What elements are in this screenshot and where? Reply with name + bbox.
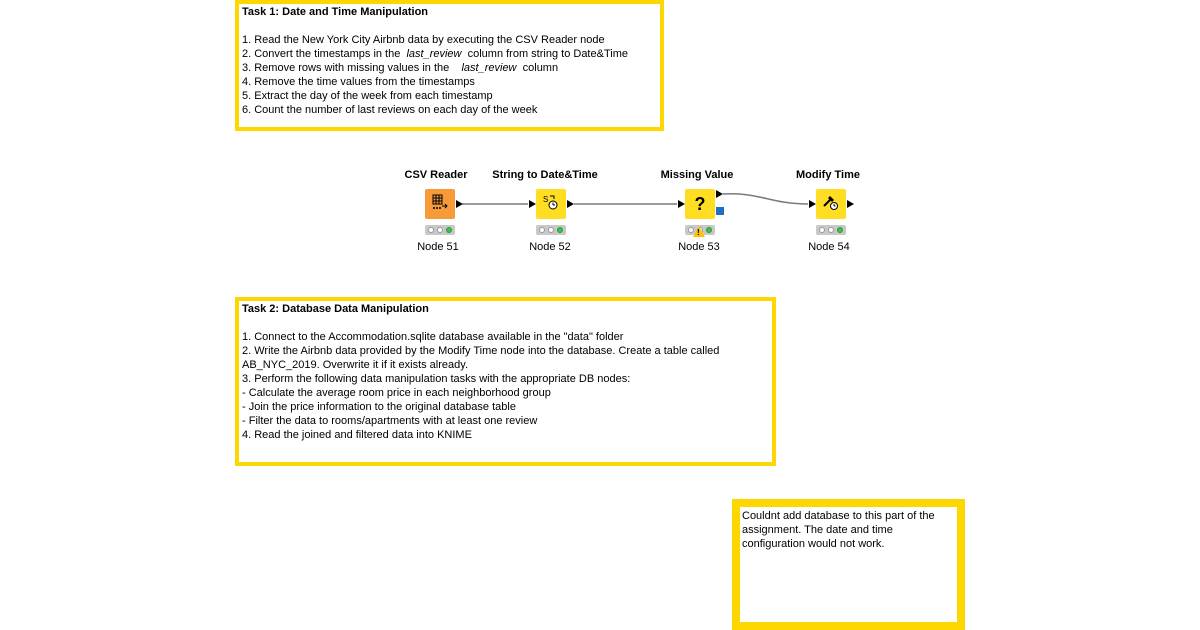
task2-line: - Join the price information to the orig…: [242, 401, 516, 413]
node-53-label[interactable]: Node 53: [678, 241, 720, 253]
csv-reader-icon: [431, 193, 449, 216]
csv-reader-node[interactable]: [425, 189, 455, 219]
node-52-input-port[interactable]: [529, 200, 536, 208]
task2-line: 2. Write the Airbnb data provided by the…: [242, 345, 720, 357]
node-51-output-port[interactable]: [456, 200, 463, 208]
task1-line: 6. Count the number of last reviews on e…: [242, 104, 538, 116]
node-54-title[interactable]: Modify Time: [796, 169, 860, 181]
node-53-flow-variable-port[interactable]: [716, 207, 724, 215]
task2-annotation[interactable]: Task 2: Database Data Manipulation 1. Co…: [235, 297, 776, 466]
node-53-input-port[interactable]: [678, 200, 685, 208]
task1-title: Task 1: Date and Time Manipulation: [242, 6, 429, 18]
task1-line: 1. Read the New York City Airbnb data by…: [242, 34, 605, 46]
node-51-title[interactable]: CSV Reader: [404, 169, 468, 181]
task2-line: - Calculate the average room price in ea…: [242, 387, 551, 399]
warning-icon: [693, 226, 705, 237]
string-to-datetime-icon: S: [541, 192, 561, 217]
task1-line: 2. Convert the timestamps in the last_re…: [242, 48, 628, 60]
warning-mark: !: [697, 228, 700, 237]
node-52-status: [536, 225, 566, 235]
connection-53-54[interactable]: [722, 193, 809, 205]
task1-annotation[interactable]: Task 1: Date and Time Manipulation 1. Re…: [235, 0, 664, 131]
node-52-label[interactable]: Node 52: [529, 241, 571, 253]
node-53-output-port[interactable]: [716, 190, 723, 198]
node-54-status: [816, 225, 846, 235]
node-51-status: [425, 225, 455, 235]
task1-line: 4. Remove the time values from the times…: [242, 76, 475, 88]
task1-line: 5. Extract the day of the week from each…: [242, 90, 493, 102]
string-to-datetime-node[interactable]: S: [536, 189, 566, 219]
modify-time-node[interactable]: [816, 189, 846, 219]
node-52-output-port[interactable]: [567, 200, 574, 208]
node-53-title[interactable]: Missing Value: [660, 169, 734, 181]
task2-line: 1. Connect to the Accommodation.sqlite d…: [242, 331, 624, 343]
task1-line: 3. Remove rows with missing values in th…: [242, 62, 559, 74]
svg-text:S: S: [543, 195, 548, 204]
task2-line: 4. Read the joined and filtered data int…: [242, 429, 472, 441]
node-54-input-port[interactable]: [809, 200, 816, 208]
question-mark-icon: ?: [694, 193, 706, 214]
task2-title: Task 2: Database Data Manipulation: [242, 303, 429, 315]
note-annotation[interactable]: Couldnt add database to this part of the…: [732, 499, 965, 630]
task2-line: 3. Perform the following data manipulati…: [242, 373, 631, 385]
task2-line: AB_NYC_2019. Overwrite it if it exists a…: [242, 359, 468, 371]
node-54-label[interactable]: Node 54: [808, 241, 850, 253]
modify-time-icon: [821, 192, 841, 217]
missing-value-node[interactable]: ?: [685, 189, 715, 219]
node-52-title[interactable]: String to Date&Time: [492, 169, 598, 181]
node-54-output-port[interactable]: [847, 200, 854, 208]
note-text: Couldnt add database to this part of the…: [742, 510, 935, 550]
node-51-label[interactable]: Node 51: [417, 241, 459, 253]
task2-line: - Filter the data to rooms/apartments wi…: [242, 415, 538, 427]
